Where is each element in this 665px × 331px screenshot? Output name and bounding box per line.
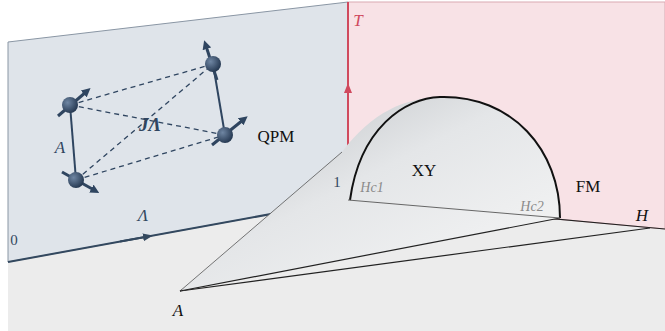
lambda-arrow [120,237,148,242]
site-label: A [55,139,65,156]
coupling-label: JΛ [139,115,161,134]
xy-cone-surface [180,97,560,291]
cone-edge [180,218,560,291]
phase-label: QPM [258,128,295,145]
axis-tick: 1 [333,175,341,190]
apex-label: A [173,302,183,319]
critical-field: Hc1 [360,181,383,195]
axis-label: T [353,12,362,29]
bond-solid [70,105,76,180]
phase-label: XY [412,162,437,179]
xy-dome-boundary [350,97,560,218]
phase-label: FM [576,178,601,195]
axis-label: Λ [138,207,148,224]
bond-dashed [70,64,225,180]
cone-silhouette [180,152,342,291]
t-arrow [347,88,349,110]
dome-base [348,200,560,218]
axis-origin: 0 [10,233,18,248]
critical-field: Hc2 [520,200,543,214]
spin-sites [58,46,243,190]
axis-label: H [636,207,648,224]
